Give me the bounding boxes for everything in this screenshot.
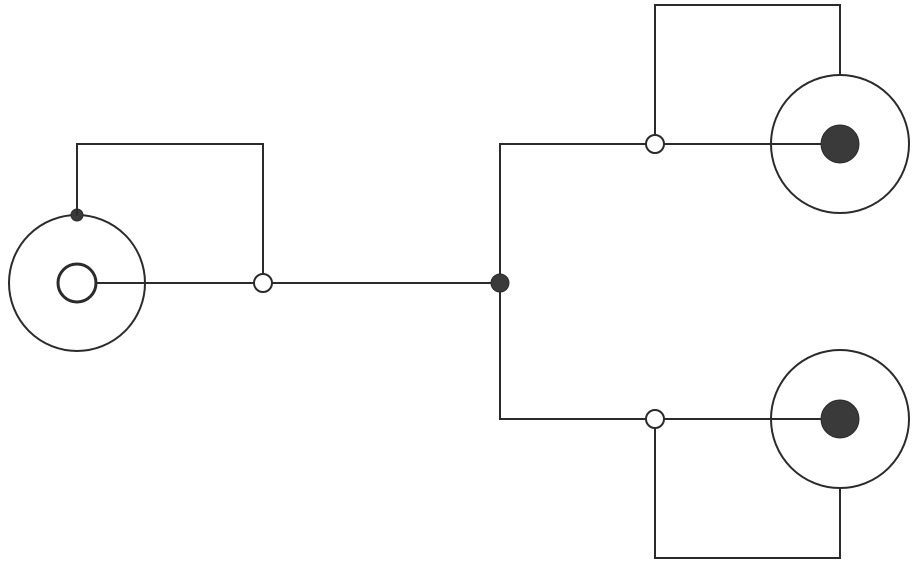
top-signal-junction <box>645 134 665 154</box>
split-junction <box>490 273 510 293</box>
top-shield-wire <box>654 4 841 136</box>
output-bottom-connector <box>770 349 910 489</box>
output-top-center-pin <box>820 124 860 164</box>
output-top-connector <box>770 74 910 214</box>
output-bottom-outer-ring <box>770 349 910 489</box>
output-top-outer-ring <box>770 74 910 214</box>
bottom-shield-wire <box>654 427 841 559</box>
input-connector-center-pin <box>56 262 98 304</box>
bottom-signal-junction <box>645 409 665 429</box>
input-shield-wire <box>76 143 264 274</box>
output-bottom-center-pin <box>820 399 860 439</box>
input-connector <box>8 208 146 352</box>
input-signal-junction <box>253 273 273 293</box>
